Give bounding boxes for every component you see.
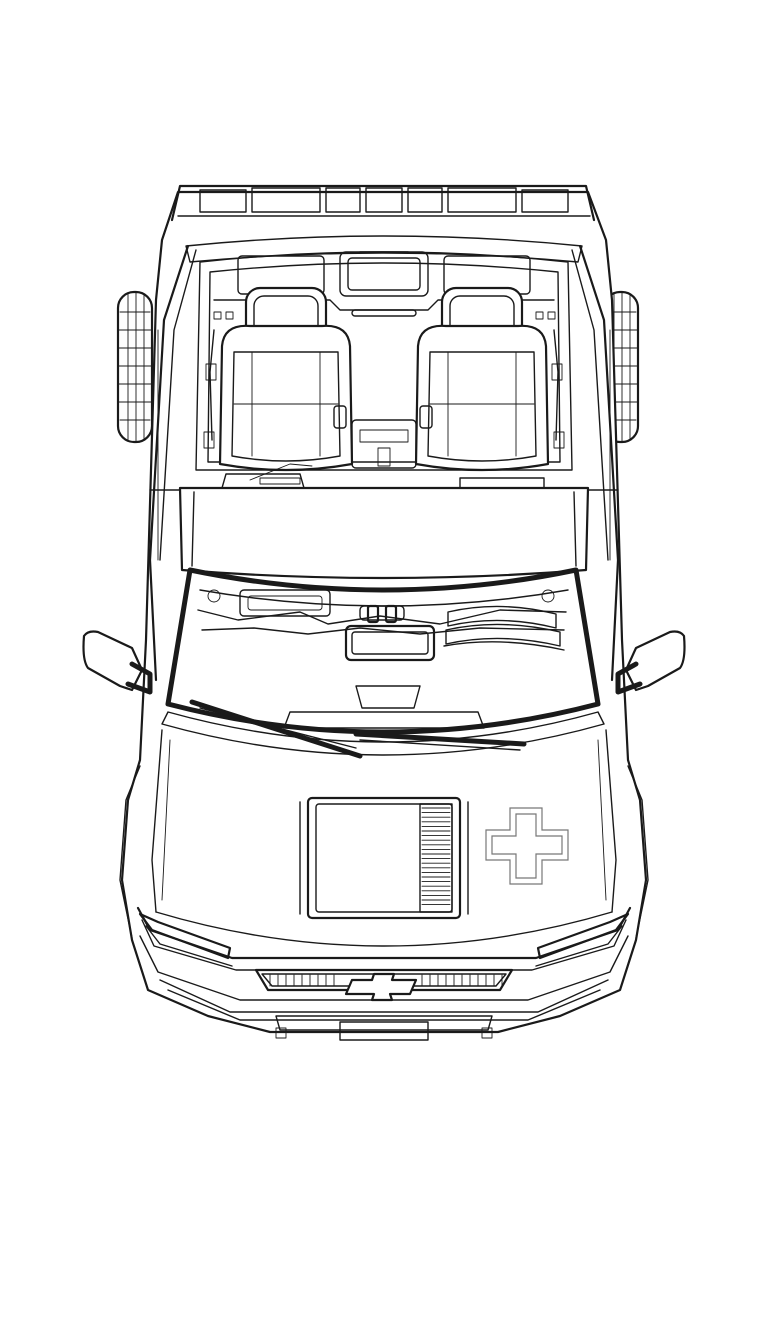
roof-panel <box>178 486 590 580</box>
bowtie-emblem-icon <box>344 972 418 1002</box>
hood-scoop-vent <box>419 803 453 913</box>
right-side-mirror <box>615 630 686 695</box>
rear-bumper <box>170 184 596 222</box>
hood <box>151 729 617 947</box>
left-headlight <box>138 912 233 967</box>
cross-emblem-icon <box>485 807 569 885</box>
left-side-mirror <box>82 630 153 695</box>
right-headlight <box>535 912 630 967</box>
windshield <box>165 567 601 735</box>
front-fender-right <box>627 765 649 939</box>
lower-grille <box>275 1015 493 1041</box>
driver-seat <box>218 286 354 472</box>
wipers <box>189 699 527 759</box>
front-grille <box>254 968 514 992</box>
front-fender-left <box>119 765 141 939</box>
passenger-seat <box>414 286 550 472</box>
cowl <box>161 711 605 756</box>
dashboard <box>197 589 569 729</box>
rear-left-tire <box>116 290 154 444</box>
body-outline <box>120 190 648 1034</box>
